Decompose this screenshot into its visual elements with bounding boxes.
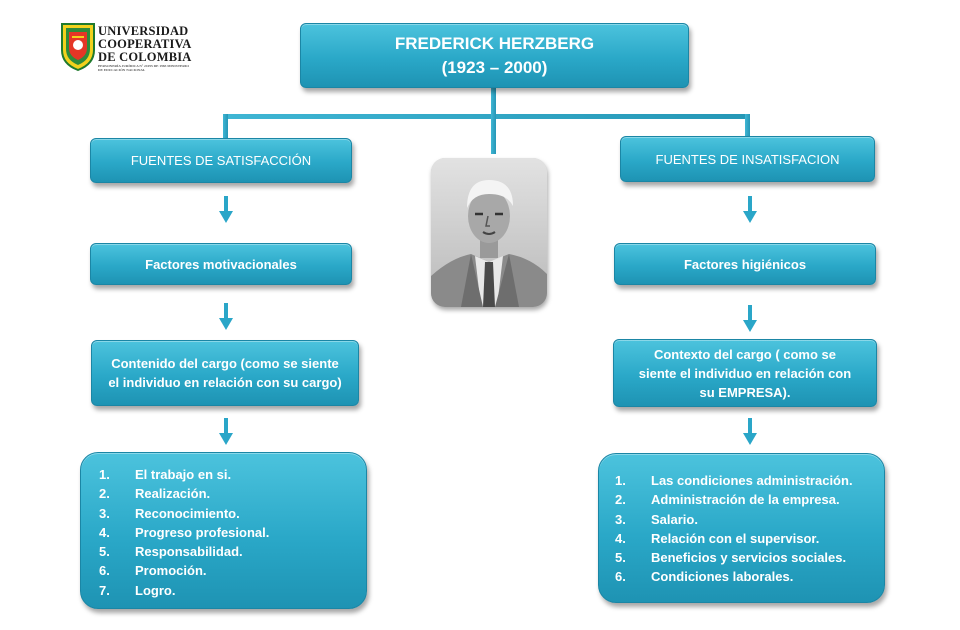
list-item-text: Las condiciones administración. [651,473,853,488]
list-item-number: 3. [99,505,110,521]
logo-line-1: UNIVERSIDAD [98,24,189,38]
list-item: 4. Relación con el supervisor. [615,529,853,548]
list-item-text: Responsabilidad. [135,544,243,560]
list-item: 5. Beneficios y servicios sociales. [615,548,853,567]
right-header-box: FUENTES DE INSATISFACION [620,136,875,182]
list-item-number: 1. [615,473,626,488]
left-context-line-1: Contenido del cargo (como se siente [111,356,339,371]
arrow-down-icon [743,196,757,223]
left-factor-label: Factores motivacionales [145,256,297,272]
portrait-photo [431,158,547,307]
right-factor-label: Factores higiénicos [683,256,807,272]
list-item-text: Relación con el supervisor. [651,530,820,546]
title-name: FREDERICK HERZBERG [394,33,595,53]
list-item-text: Reconocimiento. [135,505,240,521]
list-item-text: Promoción. [135,563,207,579]
list-item: 1. Las condiciones administración. [615,471,853,490]
connector-horizontal [223,114,749,119]
list-item: 1. El trabajo en si. [99,465,269,484]
logo-tagline: PERSONERÍA JURÍDICA Nº 24195 DE 1983 MIN… [98,64,190,72]
left-factor-box: Factores motivacionales [90,243,352,285]
list-item-number: 4. [99,524,110,540]
list-item: 6. Condiciones laborales. [615,567,853,586]
arrow-down-icon [743,418,757,445]
portrait-illustration [431,158,547,307]
list-item: 7. Logro. [99,581,269,600]
list-item-number: 2. [615,492,626,508]
right-header-label: FUENTES DE INSATISFACION [655,151,840,167]
left-header-box: FUENTES DE SATISFACCIÓN [90,138,352,183]
list-item: 2. Administración de la empresa. [615,490,853,509]
list-item-number: 1. [99,467,110,482]
arrow-down-icon [219,196,233,223]
title-years: (1923 – 2000) [441,57,548,77]
list-item-text: Beneficios y servicios sociales. [651,550,847,566]
right-context-line-2: siente el individuo en relación con [638,365,852,381]
list-item-text: Logro. [135,582,176,598]
left-context-line-2: el individuo en relación con su cargo) [108,375,342,390]
list-item-text: Administración de la empresa. [651,492,840,508]
arrow-down-icon [743,305,757,332]
list-item: 4. Progreso profesional. [99,523,269,542]
connector-right-vertical [745,114,750,136]
right-context-line-1: Contexto del cargo ( como se [653,346,837,362]
right-factor-list: 1. Las condiciones administración. 2. Admi… [615,471,853,587]
connector-center-vertical [491,88,496,154]
list-item-text: Condiciones laborales. [651,569,794,585]
list-item: 6. Promoción. [99,561,269,580]
logo-line-3: DE COLOMBIA [98,50,192,64]
list-item-text: Progreso profesional. [135,524,270,540]
list-item-number: 7. [99,582,110,598]
arrow-down-icon [219,418,233,445]
shield-emblem [61,23,95,72]
list-item-number: 4. [615,530,626,546]
list-item-text: Realización. [135,486,211,502]
list-item: 5. Responsabilidad. [99,542,269,561]
list-item-number: 5. [99,544,110,560]
list-item: 2. Realización. [99,484,269,503]
connector-left-vertical [223,114,228,138]
list-item-number: 5. [615,550,626,566]
list-item-number: 6. [99,563,110,579]
list-item: 3. Salario. [615,510,853,529]
list-item-text: El trabajo en si. [135,467,232,482]
list-item: 3. Reconocimiento. [99,504,269,523]
right-context-box: Contexto del cargo ( como se siente el i… [613,339,877,407]
list-item-number: 2. [99,486,110,502]
left-header-label: FUENTES DE SATISFACCIÓN [130,153,312,168]
list-item-number: 6. [615,569,626,585]
left-factor-list: 1. El trabajo en si. 2. Realización. 3. Rec… [99,465,269,600]
logo-line-2: COOPERATIVA [98,37,192,51]
arrow-down-icon [219,303,233,330]
right-factor-box: Factores higiénicos [614,243,876,285]
university-logo [61,23,95,72]
left-context-box: Contenido del cargo (como se siente el i… [91,340,359,406]
right-list-box: 1. Las condiciones administración. 2. Admi… [598,453,885,603]
list-item-text: Salario. [651,511,698,527]
right-context-line-3: su EMPRESA). [699,384,791,400]
left-list-box: 1. El trabajo en si. 2. Realización. 3. Rec… [80,452,367,609]
university-name: UNIVERSIDAD COOPERATIVA DE COLOMBIA PERS… [98,24,192,73]
title-box: FREDERICK HERZBERG (1923 – 2000) [300,23,689,88]
list-item-number: 3. [615,511,626,527]
